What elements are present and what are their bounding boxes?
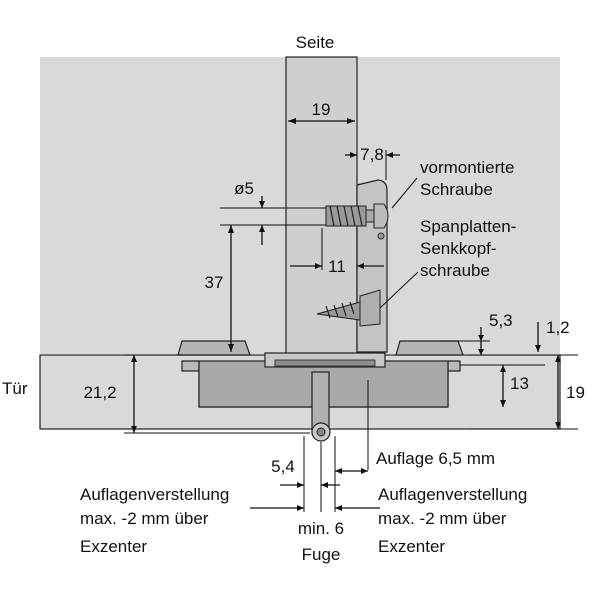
chipboard-screw [316,289,381,327]
label-gap: Fuge [302,545,341,564]
label-adjust-right-3: Exzenter [378,537,445,556]
dim-side-thickness: 19 [312,100,331,119]
dim-door-depth: 21,2 [83,383,116,402]
label-overlay: Auflage 6,5 mm [376,449,495,468]
hinge-cup-left [177,340,251,356]
label-adjust-left-1: Auflagenverstellung [80,485,229,504]
dim-gap-offset: 5,4 [271,457,295,476]
dim-screw-offset: 7,8 [360,145,384,164]
label-gap-min: min. 6 [298,519,344,538]
arrow-adjust-left [297,505,304,511]
dim-hole-diameter: ø5 [234,179,254,198]
dim-arrows-53 [478,335,484,355]
premounted-screw [325,203,389,229]
dim-arrows-dia [259,201,265,232]
label-adjust-right-1: Auflagenverstellung [378,485,527,504]
dim-arrows-54 [297,482,328,488]
dim-door-thickness: 19 [566,383,585,402]
hinge-cup-right [395,340,464,356]
leader-premounted [391,177,418,209]
dim-plate-a: 5,3 [489,311,513,330]
label-adjust-left-2: max. -2 mm über [80,509,209,528]
label-side: Seite [296,33,335,52]
dim-arrows-side [288,118,355,124]
label-chipboard-3: schraube [420,261,490,280]
dim-plate-b: 1,2 [546,318,570,337]
label-adjust-left-3: Exzenter [80,537,147,556]
label-door: Tür [2,379,28,398]
arrow-adjust-right [335,505,342,511]
label-premounted-1: vormontierte [420,158,514,177]
label-chipboard-2: Senkkopf- [420,239,497,258]
dim-hole-height: 37 [205,273,224,292]
dim-plate-c: 13 [510,374,529,393]
label-adjust-right-2: max. -2 mm über [378,509,507,528]
eccentric-center [316,427,326,437]
dim-screw-spacing: 11 [328,257,346,276]
plate-rivet [377,232,385,240]
hinge-arm-inner [274,359,376,367]
label-premounted-2: Schraube [420,180,493,199]
dim-arrows-overlay [335,468,368,474]
label-chipboard-1: Spanplatten- [420,217,516,236]
leader-chipboard [379,271,419,309]
dim-arrows-12 [535,345,541,352]
